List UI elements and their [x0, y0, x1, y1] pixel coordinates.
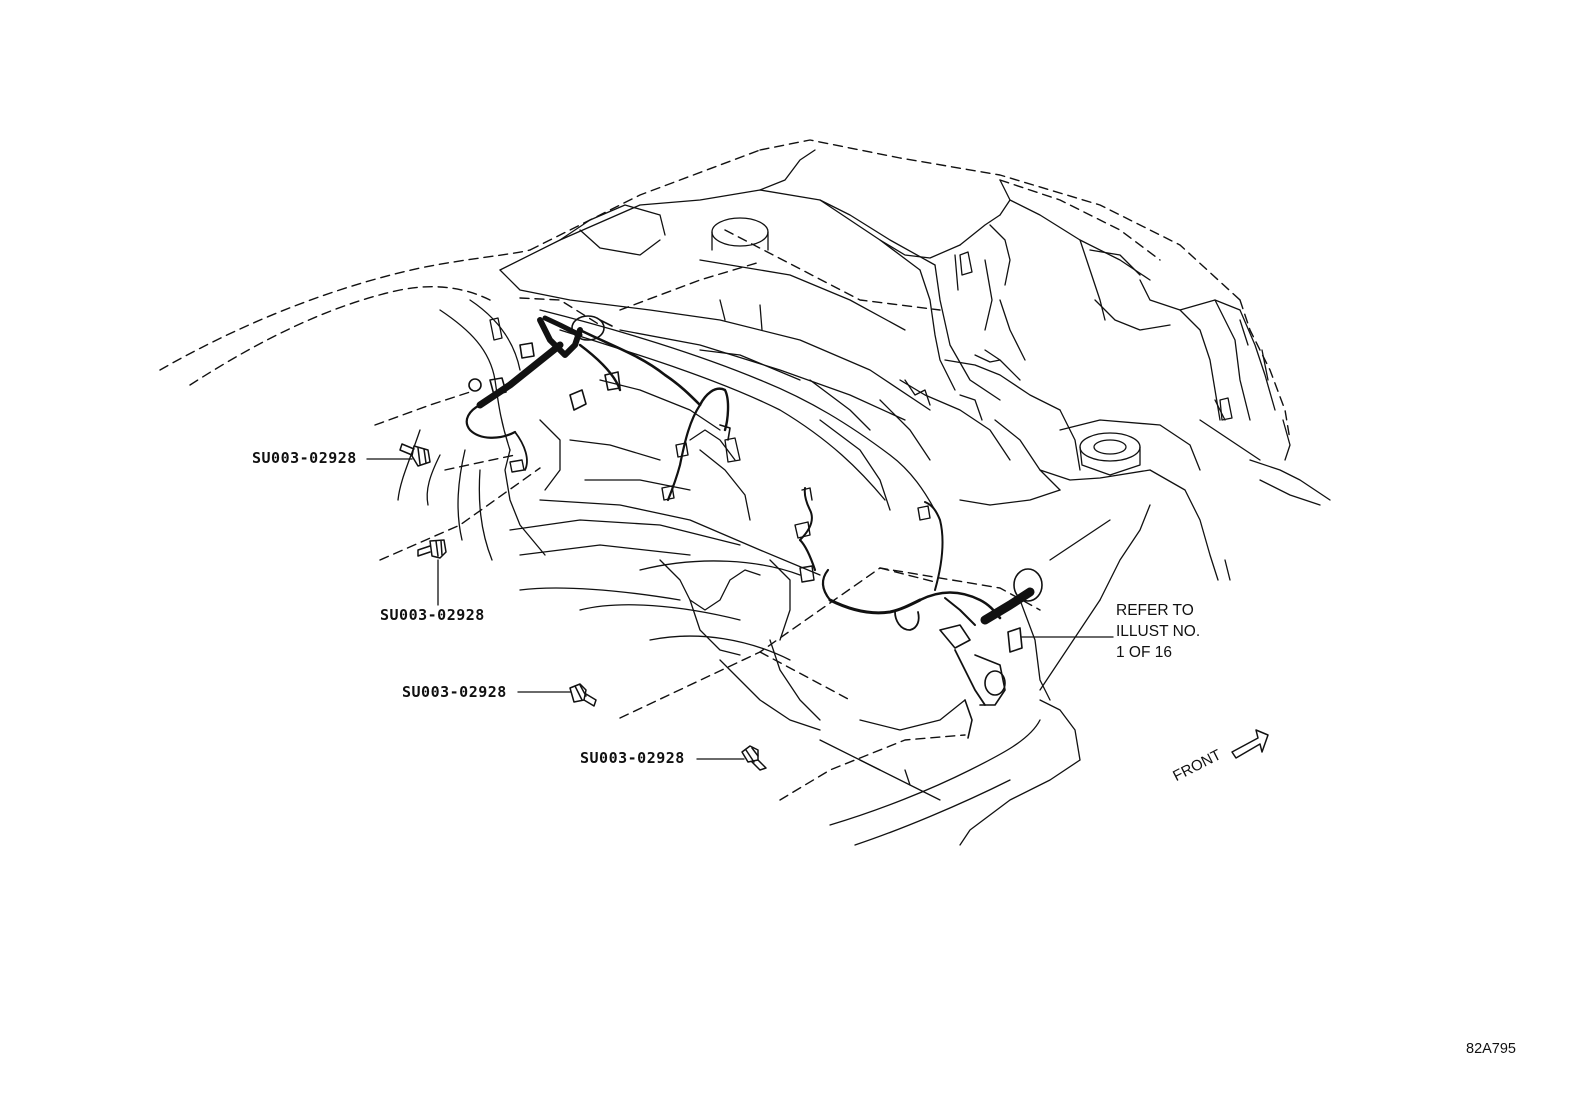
bolt-4 [741, 745, 767, 771]
wire-harness-left [465, 315, 731, 502]
body-phantom-outline [159, 139, 1291, 801]
leader-lines [366, 458, 1114, 760]
part-callout-bolt-3[interactable]: SU003-02928 [402, 683, 507, 701]
part-callout-bolt-1[interactable]: SU003-02928 [252, 449, 357, 467]
part-callout-bolt-4[interactable]: SU003-02928 [580, 749, 685, 767]
bolt-1 [399, 443, 431, 467]
part-callout-bolt-2[interactable]: SU003-02928 [380, 606, 485, 624]
body-panels [397, 149, 1331, 846]
bolt-3 [569, 683, 597, 707]
front-arrow [1231, 729, 1269, 759]
drawing-id: 82A795 [1466, 1041, 1516, 1057]
reference-note[interactable]: REFER TO ILLUST NO. 1 OF 16 [1116, 600, 1200, 663]
wire-harness-right [794, 487, 1043, 739]
bolt-2 [417, 539, 447, 559]
reference-note-line-1: REFER TO [1116, 602, 1194, 619]
reference-note-line-2: ILLUST NO. [1116, 623, 1201, 640]
reference-note-line-3: 1 OF 16 [1116, 644, 1172, 661]
